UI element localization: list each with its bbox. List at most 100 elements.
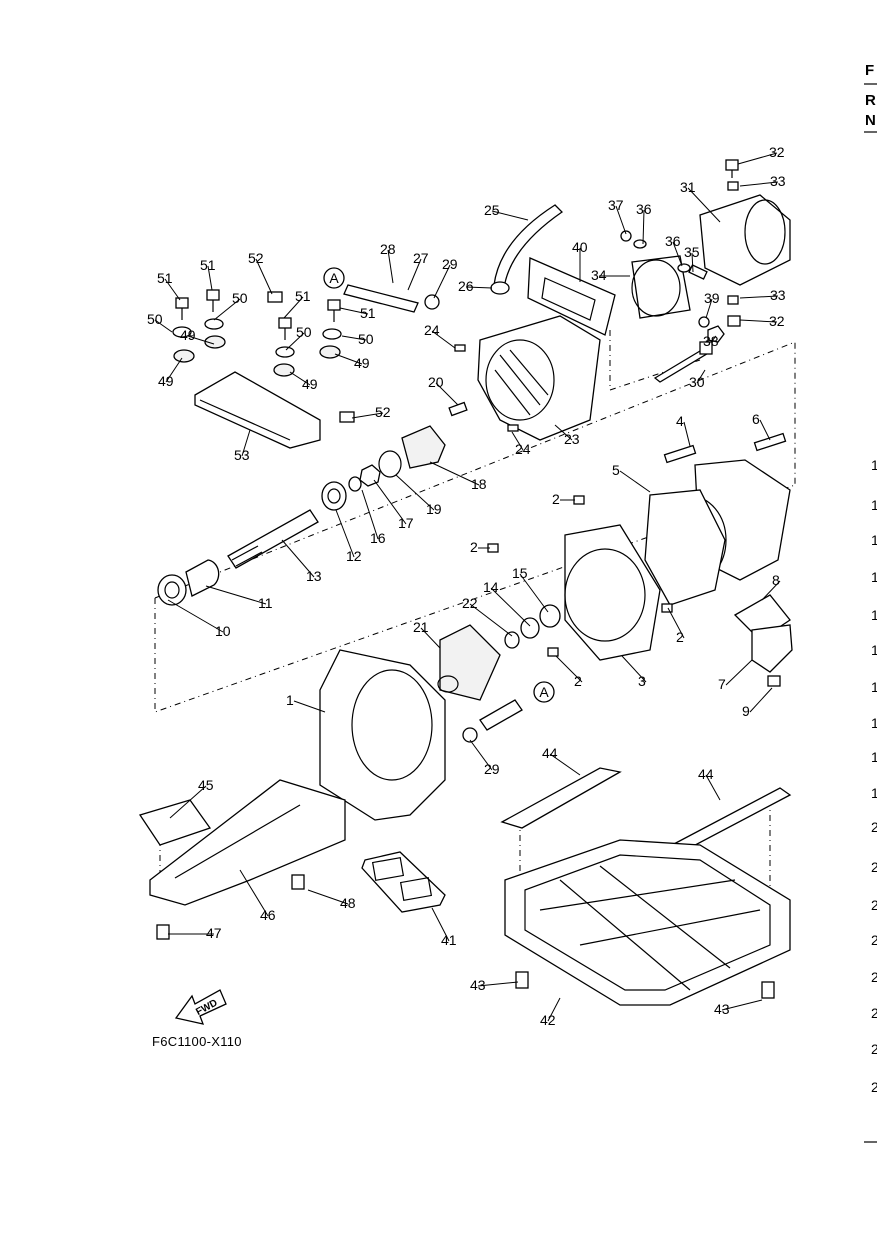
nozzle-assembly (620, 159, 791, 383)
edge-text: 1 (871, 497, 877, 513)
part-number-label: 17 (398, 515, 414, 531)
part-number-label: 2 (470, 539, 478, 555)
pin-24 (454, 344, 466, 352)
part-number-label: 8 (772, 572, 780, 588)
bolt-48 (291, 874, 305, 890)
part-number-label: 39 (704, 290, 720, 306)
hose-joint-28 (343, 284, 419, 313)
edge-text: 2 (871, 932, 877, 948)
dowel-2 (547, 647, 559, 657)
gasket-40 (527, 257, 616, 336)
part-number-label: 52 (248, 250, 264, 266)
leader-line (739, 181, 779, 187)
edge-text: 1 (871, 679, 877, 695)
leader-line (433, 264, 451, 299)
leader-line (205, 585, 267, 605)
bolt-51-right (278, 317, 292, 329)
part-number-label: 2 (552, 491, 560, 507)
edge-text: 1 (871, 785, 877, 801)
leader-line (759, 419, 771, 441)
part-number-label: 10 (215, 623, 231, 639)
part-number-label: 29 (442, 256, 458, 272)
part-number-label: 50 (358, 331, 374, 347)
leader-line (469, 739, 493, 771)
bolt-32-top (725, 159, 739, 171)
leader-line (619, 470, 651, 493)
reference-code: F6C1100-X110 (152, 1034, 242, 1049)
part-number-label: 28 (380, 241, 396, 257)
cap-18 (401, 425, 446, 469)
part-number-label: 20 (428, 374, 444, 390)
edge-text: 2 (871, 969, 877, 985)
part-number-label: 43 (470, 977, 486, 993)
bearing-10 (157, 574, 187, 606)
nozzle-bracket-parts (172, 289, 355, 449)
sleeve-11 (185, 559, 220, 597)
leader-line (667, 607, 685, 639)
part-number-label: 2 (676, 629, 684, 645)
part-number-label: 42 (540, 1012, 556, 1028)
leader-line (164, 278, 181, 301)
leader-line (335, 509, 355, 558)
edge-text: F (865, 62, 874, 79)
leader-line (710, 335, 717, 343)
block-7 (751, 624, 793, 673)
part-number-label: 49 (302, 376, 318, 392)
leader-line (407, 258, 422, 291)
part-number-label: 48 (340, 895, 356, 911)
leader-line (169, 785, 207, 819)
leader-line (339, 307, 369, 315)
dowel-2 (573, 495, 585, 505)
part-number-label: 53 (234, 447, 250, 463)
edge-text: 2 (871, 1079, 877, 1095)
spacer-16 (348, 476, 362, 492)
edge-text: N (865, 112, 876, 129)
part-number-label: 9 (742, 703, 750, 719)
edge-text: 1 (871, 532, 877, 548)
hose-25 (493, 204, 564, 289)
bolt-47 (156, 924, 170, 940)
leader-line (687, 187, 721, 223)
leader-line (187, 335, 215, 345)
leader-line (642, 209, 645, 245)
edge-text: 2 (871, 1005, 877, 1021)
rail-44 (500, 767, 622, 829)
part-number-label: 38 (703, 333, 719, 349)
washer-36 (633, 239, 647, 249)
part-number-label: 45 (198, 777, 214, 793)
leader-line (725, 659, 753, 686)
drive-shaft-13 (227, 509, 319, 569)
washer-39 (698, 316, 710, 328)
leader-line (549, 753, 581, 776)
part-number-label: 5 (612, 462, 620, 478)
part-number-label: 27 (413, 250, 429, 266)
part-number-label: 43 (714, 1001, 730, 1017)
edge-text: 1 (871, 749, 877, 765)
bolt-9 (767, 675, 781, 687)
washer-50 (204, 318, 224, 330)
leader-line (621, 655, 647, 683)
part-number-label: 44 (698, 766, 714, 782)
leader-line (477, 981, 519, 987)
edge-text: 1 (871, 569, 877, 585)
bolt-35 (688, 264, 708, 280)
leader-line (289, 371, 311, 386)
leader-line (511, 431, 524, 451)
leader-line (431, 330, 456, 349)
washer-50 (275, 346, 295, 358)
part-number-label: 51 (157, 270, 173, 286)
direction-arrow-icon (174, 989, 227, 1025)
part-number-label: 24 (424, 322, 440, 338)
mount-45 (138, 799, 212, 846)
pump-parts (319, 432, 793, 821)
part-number-label: 25 (484, 202, 500, 218)
bolt-51-left (175, 297, 189, 309)
direction-label: FWD (194, 998, 219, 1018)
part-number-label: 13 (306, 568, 322, 584)
part-number-label: 51 (360, 305, 376, 321)
part-number-label: 41 (441, 932, 457, 948)
bolt-32-lower (727, 315, 741, 327)
